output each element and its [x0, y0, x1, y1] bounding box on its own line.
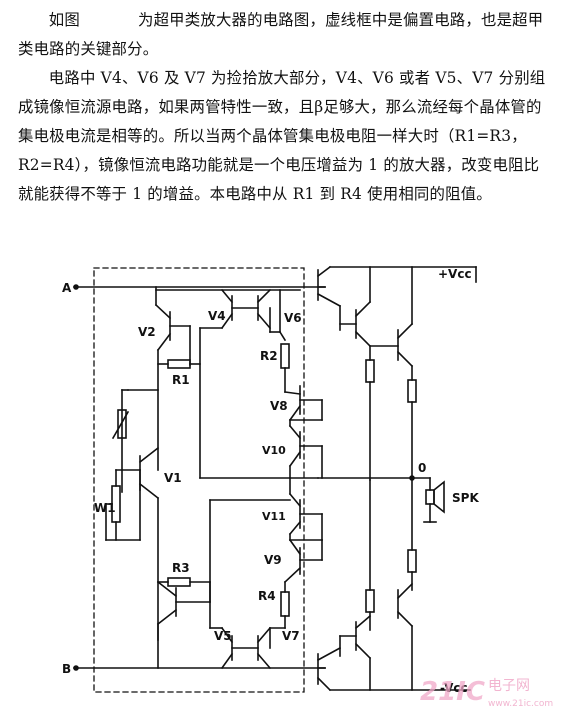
paragraph-1-lead: 如图	[48, 11, 80, 29]
r2-label: R2	[260, 349, 278, 363]
r4-label: R4	[258, 589, 276, 603]
watermark-brand: 21IC	[420, 677, 485, 707]
terminal-b-label: B	[62, 662, 71, 676]
v7-label: V7	[282, 629, 300, 643]
v9-label: V9	[264, 553, 282, 567]
v10-label: V10	[262, 444, 286, 457]
v6-label: V6	[284, 311, 302, 325]
r1-label: R1	[172, 373, 190, 387]
paragraph-2: 电路中 V4、V6 及 V7 为捡拾放大部分，V4、V6 或者 V5、V7 分别…	[18, 69, 546, 203]
v1-label: V1	[164, 471, 182, 485]
bias-circuit-box	[93, 267, 305, 693]
v8-label: V8	[270, 399, 288, 413]
vcc-label: +Vcc	[438, 267, 472, 281]
speaker-label: SPK	[452, 491, 479, 505]
terminal-a-label: A	[62, 281, 72, 295]
v4-label: V4	[208, 309, 226, 323]
v5-label: V5	[214, 629, 232, 643]
watermark-url: www.21ic.com	[488, 699, 553, 709]
description-text: 如图为超甲类放大器的电路图，虚线框中是偏置电路，也是超甲类电路的关键部分。 电路…	[18, 6, 548, 209]
v11-label: V11	[262, 510, 286, 523]
v2-label: V2	[138, 325, 156, 339]
paragraph-1: 如图为超甲类放大器的电路图，虚线框中是偏置电路，也是超甲类电路的关键部分。	[18, 6, 548, 64]
output-node-label: 0	[418, 461, 426, 475]
watermark-cn: 电子网	[488, 678, 530, 694]
vee-label: -Vcc	[440, 681, 468, 695]
paragraph-1-body: 为超甲类放大器的电路图，虚线框中是偏置电路，也是超甲类电路的关键部分。	[18, 11, 544, 58]
watermark: 21IC 电子网 www.21ic.com	[420, 677, 553, 709]
r3-label: R3	[172, 561, 190, 575]
w1-label: W1	[94, 501, 116, 515]
